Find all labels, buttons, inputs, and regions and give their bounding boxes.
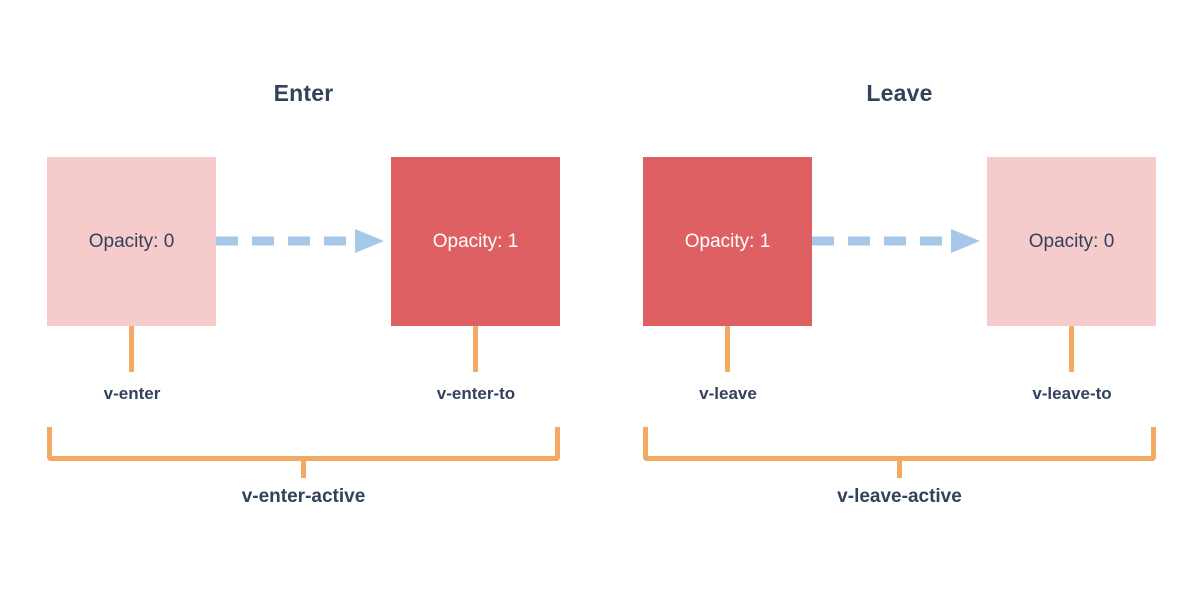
class-label-v-leave-active: v-leave-active [837,486,962,507]
active-bracket-enter [47,427,560,461]
class-label-v-enter-to: v-enter-to [436,384,516,403]
state-box-label: Opacity: 1 [432,230,519,252]
connector-stem-v-leave-to [1069,326,1074,372]
state-box-v-enter-to: Opacity: 1 [391,157,560,326]
active-bracket-tick-enter [301,461,306,478]
class-label-v-leave-to: v-leave-to [1032,384,1112,403]
transition-arrow-leave [812,227,987,255]
state-box-v-leave-to: Opacity: 0 [987,157,1156,326]
panel-leave: Leave Opacity: 1 Opacity: 0 v-leave v-le… [643,0,1156,600]
panel-enter: Enter Opacity: 0 Opacity: 1 v-enter v-en… [47,0,560,600]
state-box-label: Opacity: 0 [1028,230,1115,252]
arrow-icon [812,229,980,253]
transition-arrow-enter [216,227,391,255]
state-box-v-leave: Opacity: 1 [643,157,812,326]
class-label-v-enter-active: v-enter-active [241,486,366,507]
state-box-label: Opacity: 0 [88,230,175,252]
panel-title-leave: Leave [866,80,933,106]
active-bracket-tick-leave [897,461,902,478]
state-box-v-enter: Opacity: 0 [47,157,216,326]
panel-title-enter: Enter [273,80,334,106]
class-label-v-enter: v-enter [103,384,161,403]
connector-stem-v-leave [725,326,730,372]
active-bracket-leave [643,427,1156,461]
arrow-icon [216,229,384,253]
connector-stem-v-enter [129,326,134,372]
connector-stem-v-enter-to [473,326,478,372]
class-label-v-leave: v-leave [699,384,757,403]
state-box-label: Opacity: 1 [684,230,771,252]
